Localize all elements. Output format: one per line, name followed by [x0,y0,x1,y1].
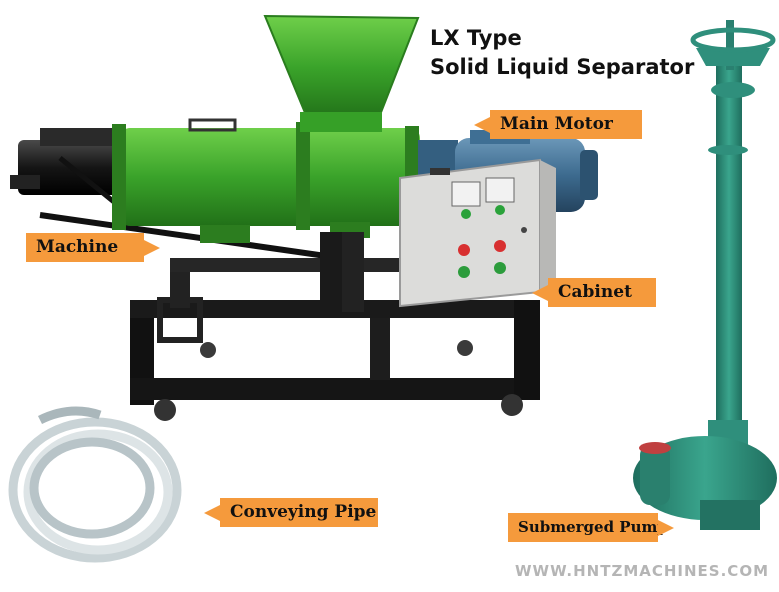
title-line-1: LX Type [430,26,522,50]
submerged-pump [633,20,777,530]
title-line-2: Solid Liquid Separator [430,55,695,79]
callout-cabinet: Cabinet [532,278,656,307]
callout-submerged-pump-label: Submerged Pump [518,518,668,536]
callout-conveying-pipe-label: Conveying Pipe [230,502,377,522]
callout-cabinet-label: Cabinet [558,282,632,302]
website-watermark: WWW.HNTZMACHINES.COM [515,562,769,580]
callout-main-motor: Main Motor [474,110,642,139]
callout-main-motor-label: Main Motor [500,114,613,134]
screw-outlet [10,128,341,261]
callout-arrow [658,519,674,536]
callout-arrow [532,284,548,301]
callout-arrow [204,504,220,521]
callout-machine-label: Machine [36,237,119,257]
callout-arrow [474,116,490,133]
conveying-pipe-coil [8,406,182,563]
callout-machine: Machine [26,233,160,262]
product-title: LX Type Solid Liquid Separator [430,24,694,82]
feed-hopper [263,14,420,132]
separator-cylinder [112,118,420,312]
callout-submerged-pump: Submerged Pump [508,513,674,542]
callout-conveying-pipe: Conveying Pipe [204,498,378,527]
control-cabinet [399,158,556,308]
callout-arrow [144,239,160,256]
